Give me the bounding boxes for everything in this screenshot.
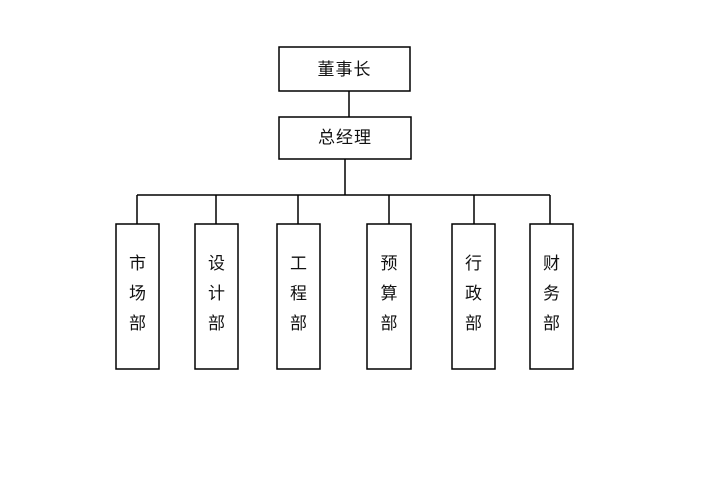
dept-label-char: 市 [129, 254, 146, 274]
dept-label-char: 程 [290, 284, 307, 304]
general-manager-box [278, 116, 412, 160]
dept-label-char: 部 [465, 314, 482, 334]
dept-label-char: 场 [129, 284, 146, 304]
dept-box-engineering [276, 223, 321, 370]
dept-node-design: 设计部 [194, 223, 239, 370]
connectors [136, 91, 551, 224]
dept-label-char: 预 [381, 254, 398, 274]
department-drop-lines [136, 195, 551, 224]
dept-box-design [194, 223, 239, 370]
dept-label-char: 务 [543, 284, 560, 304]
chairman-node: 董事长 [278, 46, 411, 92]
chairman-box [278, 46, 411, 92]
dept-node-admin: 行政部 [451, 223, 496, 370]
dept-label-char: 计 [208, 284, 225, 304]
dept-box-budget [366, 223, 412, 370]
dept-box-market [115, 223, 160, 370]
dept-label-char: 部 [129, 314, 146, 334]
general-manager-label: 总经理 [318, 128, 372, 148]
dept-label-char: 算 [381, 284, 398, 304]
dept-box-finance [529, 223, 574, 370]
dept-label-char: 行 [465, 254, 482, 274]
dept-label-char: 部 [543, 314, 560, 334]
general-manager-node: 总经理 [278, 116, 412, 160]
dept-label-char: 部 [381, 314, 398, 334]
dept-label-char: 政 [465, 284, 482, 304]
dept-node-market: 市场部 [115, 223, 160, 370]
dept-node-engineering: 工程部 [276, 223, 321, 370]
dept-label-char: 工 [290, 254, 307, 274]
dept-label-char: 部 [208, 314, 225, 334]
dept-label-char: 部 [290, 314, 307, 334]
dept-node-finance: 财务部 [529, 223, 574, 370]
chairman-label: 董事长 [318, 60, 372, 80]
dept-label-char: 设 [208, 254, 225, 274]
dept-node-budget: 预算部 [366, 223, 412, 370]
dept-box-admin [451, 223, 496, 370]
dept-label-char: 财 [543, 254, 560, 274]
